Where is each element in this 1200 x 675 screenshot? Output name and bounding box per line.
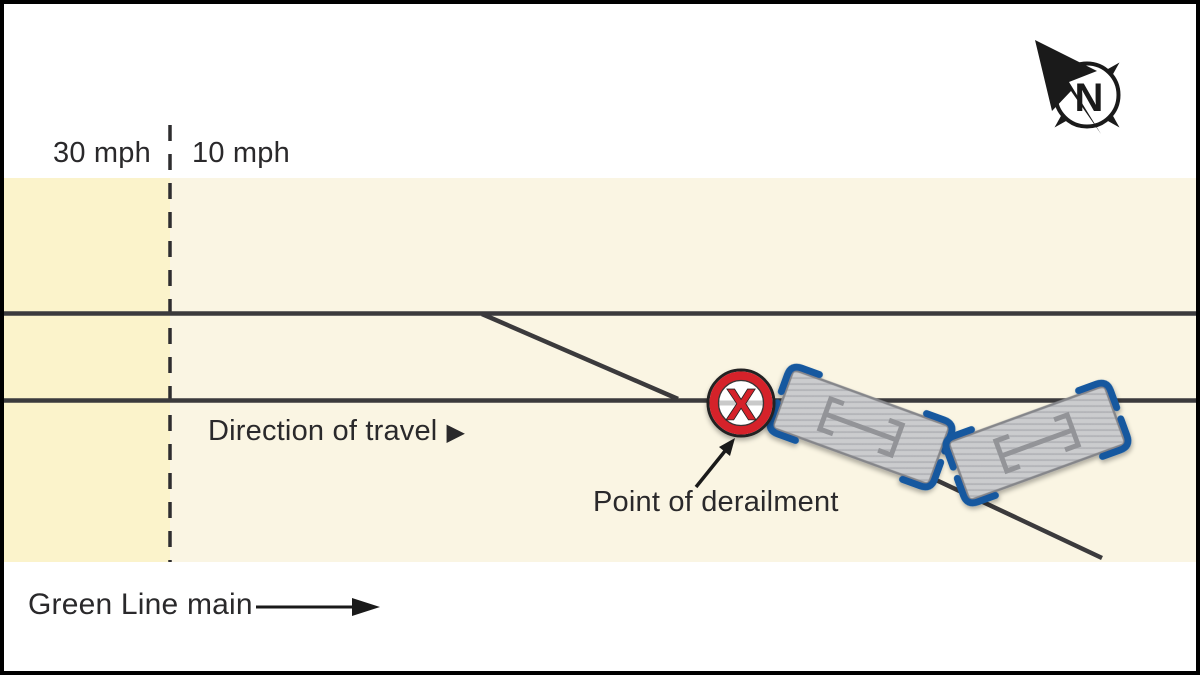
speed-zone-label-30mph: 30 mph — [53, 137, 151, 169]
car-corner-brackets — [942, 379, 1132, 507]
direction-arrow-icon: ▶ — [446, 418, 466, 446]
derailed-car-2 — [942, 379, 1132, 507]
green-line-main-label: Green Line main — [28, 588, 253, 621]
zone-30mph-fill — [4, 178, 170, 562]
direction-of-travel-text: Direction of travel — [208, 415, 438, 447]
marker-red-ring — [709, 371, 773, 435]
compass-north-icon: N — [1035, 40, 1121, 134]
marker-x-letter: X — [726, 381, 755, 430]
point-of-derailment-label: Point of derailment — [593, 486, 839, 518]
switch-track-line — [481, 311, 679, 402]
derailment-x-marker-icon: X — [706, 368, 776, 438]
pointer-arrow-icon — [694, 438, 735, 489]
speed-zone-label-10mph: 10 mph — [192, 137, 290, 169]
green-line-arrow-icon — [256, 598, 380, 616]
derailed-car-1 — [766, 363, 956, 491]
car-ibeam-marking — [816, 395, 906, 459]
compass-needle — [1035, 40, 1101, 134]
marker-inner-edge — [717, 379, 765, 427]
zone-10mph-fill — [170, 178, 1196, 562]
car-corner-brackets — [766, 363, 956, 491]
car-ibeam-marking — [992, 411, 1082, 475]
direction-of-travel-label: Direction of travel ▶ — [208, 417, 465, 446]
compass-n-letter: N — [1075, 76, 1104, 120]
